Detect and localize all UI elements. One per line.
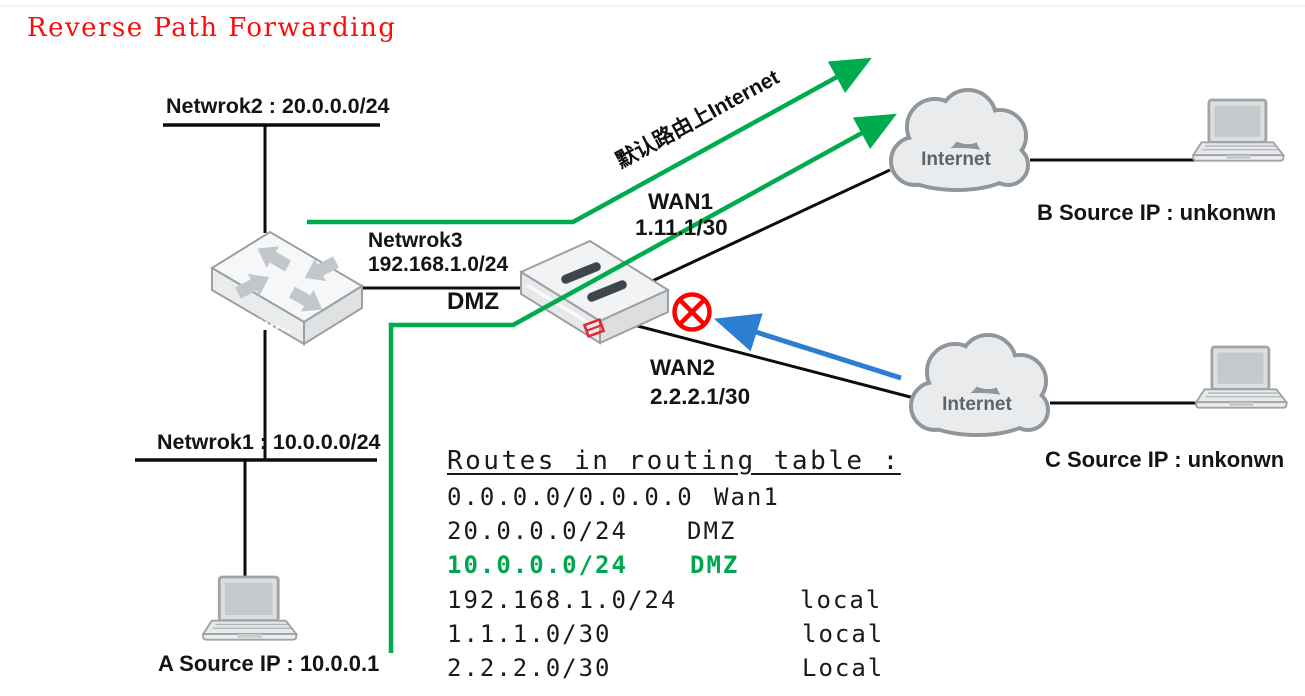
laptop-c-icon (1194, 345, 1288, 410)
network3-name: Netwrok3 (368, 229, 463, 252)
interface-cell: Wan1 (714, 483, 780, 511)
page-title: Reverse Path Forwarding (27, 13, 397, 43)
network3-label: Netwrok3 192.168.1.0/24 (368, 229, 508, 277)
wan1-name-label: WAN1 (648, 189, 714, 214)
interface-cell: DMZ (687, 517, 737, 546)
firewall-logo (582, 317, 606, 339)
route-cell: 2.2.2.0/30 (447, 654, 612, 683)
link-firewall-internet-bottom (629, 322, 919, 401)
network1-label: Netwrok1 : 10.0.0.0/24 (157, 430, 381, 454)
routing-table-row: 2.2.2.0/30 Local (447, 651, 901, 685)
internet-cloud-top: Internet (889, 88, 1030, 192)
routing-table-row: 10.0.0.0/24 DMZ (447, 548, 901, 582)
switch-icon (210, 230, 364, 346)
wan2-ip-label: 2.2.2.1/30 (650, 384, 751, 409)
firewall-icon (518, 239, 671, 345)
routing-table-row: 192.168.1.0/24 local (447, 583, 901, 617)
dmz-label: DMZ (447, 288, 499, 315)
wan2-name-label: WAN2 (650, 355, 716, 380)
network2-label: Netwrok2 : 20.0.0.0/24 (166, 94, 390, 118)
network3-cidr: 192.168.1.0/24 (368, 253, 509, 276)
internet-cloud-top-label: Internet (921, 149, 991, 170)
green-route-paths (307, 57, 897, 653)
route-cell: 20.0.0.0/24 (447, 517, 628, 546)
host-a-label: A Source IP : 10.0.0.1 (158, 651, 380, 676)
routing-table-header: Routes in routing table : (447, 446, 901, 476)
interface-cell: Local (802, 654, 885, 683)
link-firewall-internet-top (647, 168, 891, 285)
network-bus-lines (135, 123, 380, 462)
wan1-ip-label: 1.11.1/30 (635, 215, 728, 240)
firewall-vents (561, 262, 627, 302)
route-cell: 1.1.1.0/30 (447, 619, 612, 648)
routing-table: Routes in routing table : 0.0.0.0/0.0.0.… (447, 446, 901, 685)
route-cell: 0.0.0.0/0.0.0.0 (447, 483, 694, 511)
default-route-arrow-top (307, 57, 872, 225)
routing-table-row: 0.0.0.0/0.0.0.0 Wan1 (447, 480, 901, 514)
top-divider (0, 5, 1305, 7)
interface-cell: local (800, 585, 883, 614)
route-cell: 192.168.1.0/24 (447, 585, 678, 614)
connection-lines (243, 125, 1200, 580)
host-b-label: B Source IP : unkonwn (1037, 200, 1277, 225)
routing-table-row: 1.1.1.0/30 local (447, 617, 901, 651)
blocked-icon (672, 292, 712, 332)
internet-cloud-bottom: Internet (909, 333, 1050, 437)
interface-cell: DMZ (690, 551, 740, 580)
routing-table-row: 20.0.0.0/24 DMZ (447, 514, 901, 548)
blocked-traffic-arrow (713, 313, 902, 381)
route-cell: 10.0.0.0/24 (447, 551, 628, 580)
default-route-arrow-bottom (388, 113, 897, 653)
interface-cell: local (802, 619, 885, 648)
switch-arrows (235, 246, 339, 312)
laptop-a-icon (201, 575, 298, 642)
laptop-b-icon (1191, 98, 1285, 163)
host-c-label: C Source IP : unkonwn (1045, 447, 1285, 472)
internet-cloud-bottom-label: Internet (942, 394, 1012, 415)
